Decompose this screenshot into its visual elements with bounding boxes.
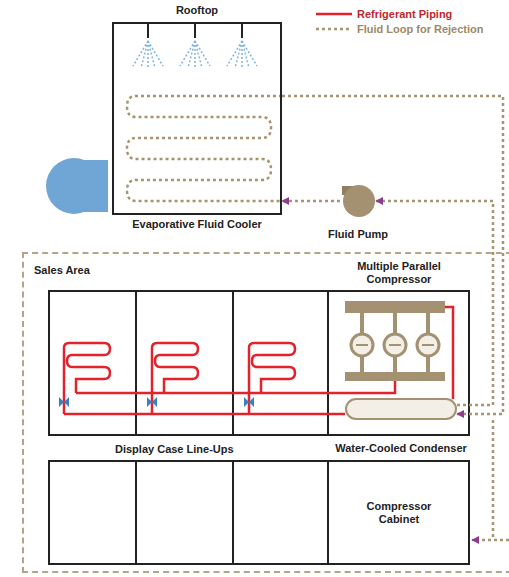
fluid-loop-connector: [282, 200, 340, 203]
cooler-fan: [46, 158, 108, 214]
spray-nozzles: [133, 22, 257, 69]
node-label: Water-Cooled Condenser: [335, 442, 467, 455]
node-label: Fluid Pump: [328, 228, 388, 241]
heading-label: Rooftop: [114, 4, 280, 17]
group-label: Display Case Line-Ups: [115, 443, 234, 456]
legend: Refrigerant PipingFluid Loop for Rejecti…: [316, 6, 484, 36]
compressor-cell: Multiple Parallel CompressorWater-Cooled…: [328, 290, 470, 436]
fluid-cooler-box: RooftopEvaporative Fluid Cooler: [112, 22, 282, 215]
pump-shape: [340, 184, 376, 218]
node-label: Compressor Cabinet: [328, 500, 470, 526]
legend-text: Fluid Loop for Rejection: [357, 23, 484, 35]
legend-row: Refrigerant Piping: [316, 6, 484, 21]
fluid-loop-connector: [376, 201, 493, 405]
legend-row: Fluid Loop for Rejection: [316, 21, 484, 36]
cabinet-fluid-loop: [472, 420, 509, 540]
pump-circle: Fluid Pump: [340, 184, 376, 218]
lower-cabinet-row: [49, 461, 469, 564]
sales-area-region: Sales AreaMultiple Parallel CompressorWa…: [22, 252, 509, 573]
cooler-coil: [127, 96, 282, 201]
fluid-loop-connector: [282, 96, 503, 414]
condenser-oval: Water-Cooled Condenser: [345, 398, 457, 420]
legend-line-sample: [316, 25, 352, 33]
node-label: Multiple Parallel Compressor: [328, 260, 470, 286]
compressor-rack: [345, 301, 445, 381]
legend-line-sample: [316, 10, 352, 18]
display-case-coils: [59, 343, 295, 414]
compressor-cabinet-cell: Compressor Cabinet: [328, 460, 470, 565]
node-label: Evaporative Fluid Cooler: [132, 218, 262, 231]
display-case-lineup: [49, 291, 469, 435]
node-label: Sales Area: [34, 264, 90, 277]
legend-text: Refrigerant Piping: [357, 8, 452, 20]
